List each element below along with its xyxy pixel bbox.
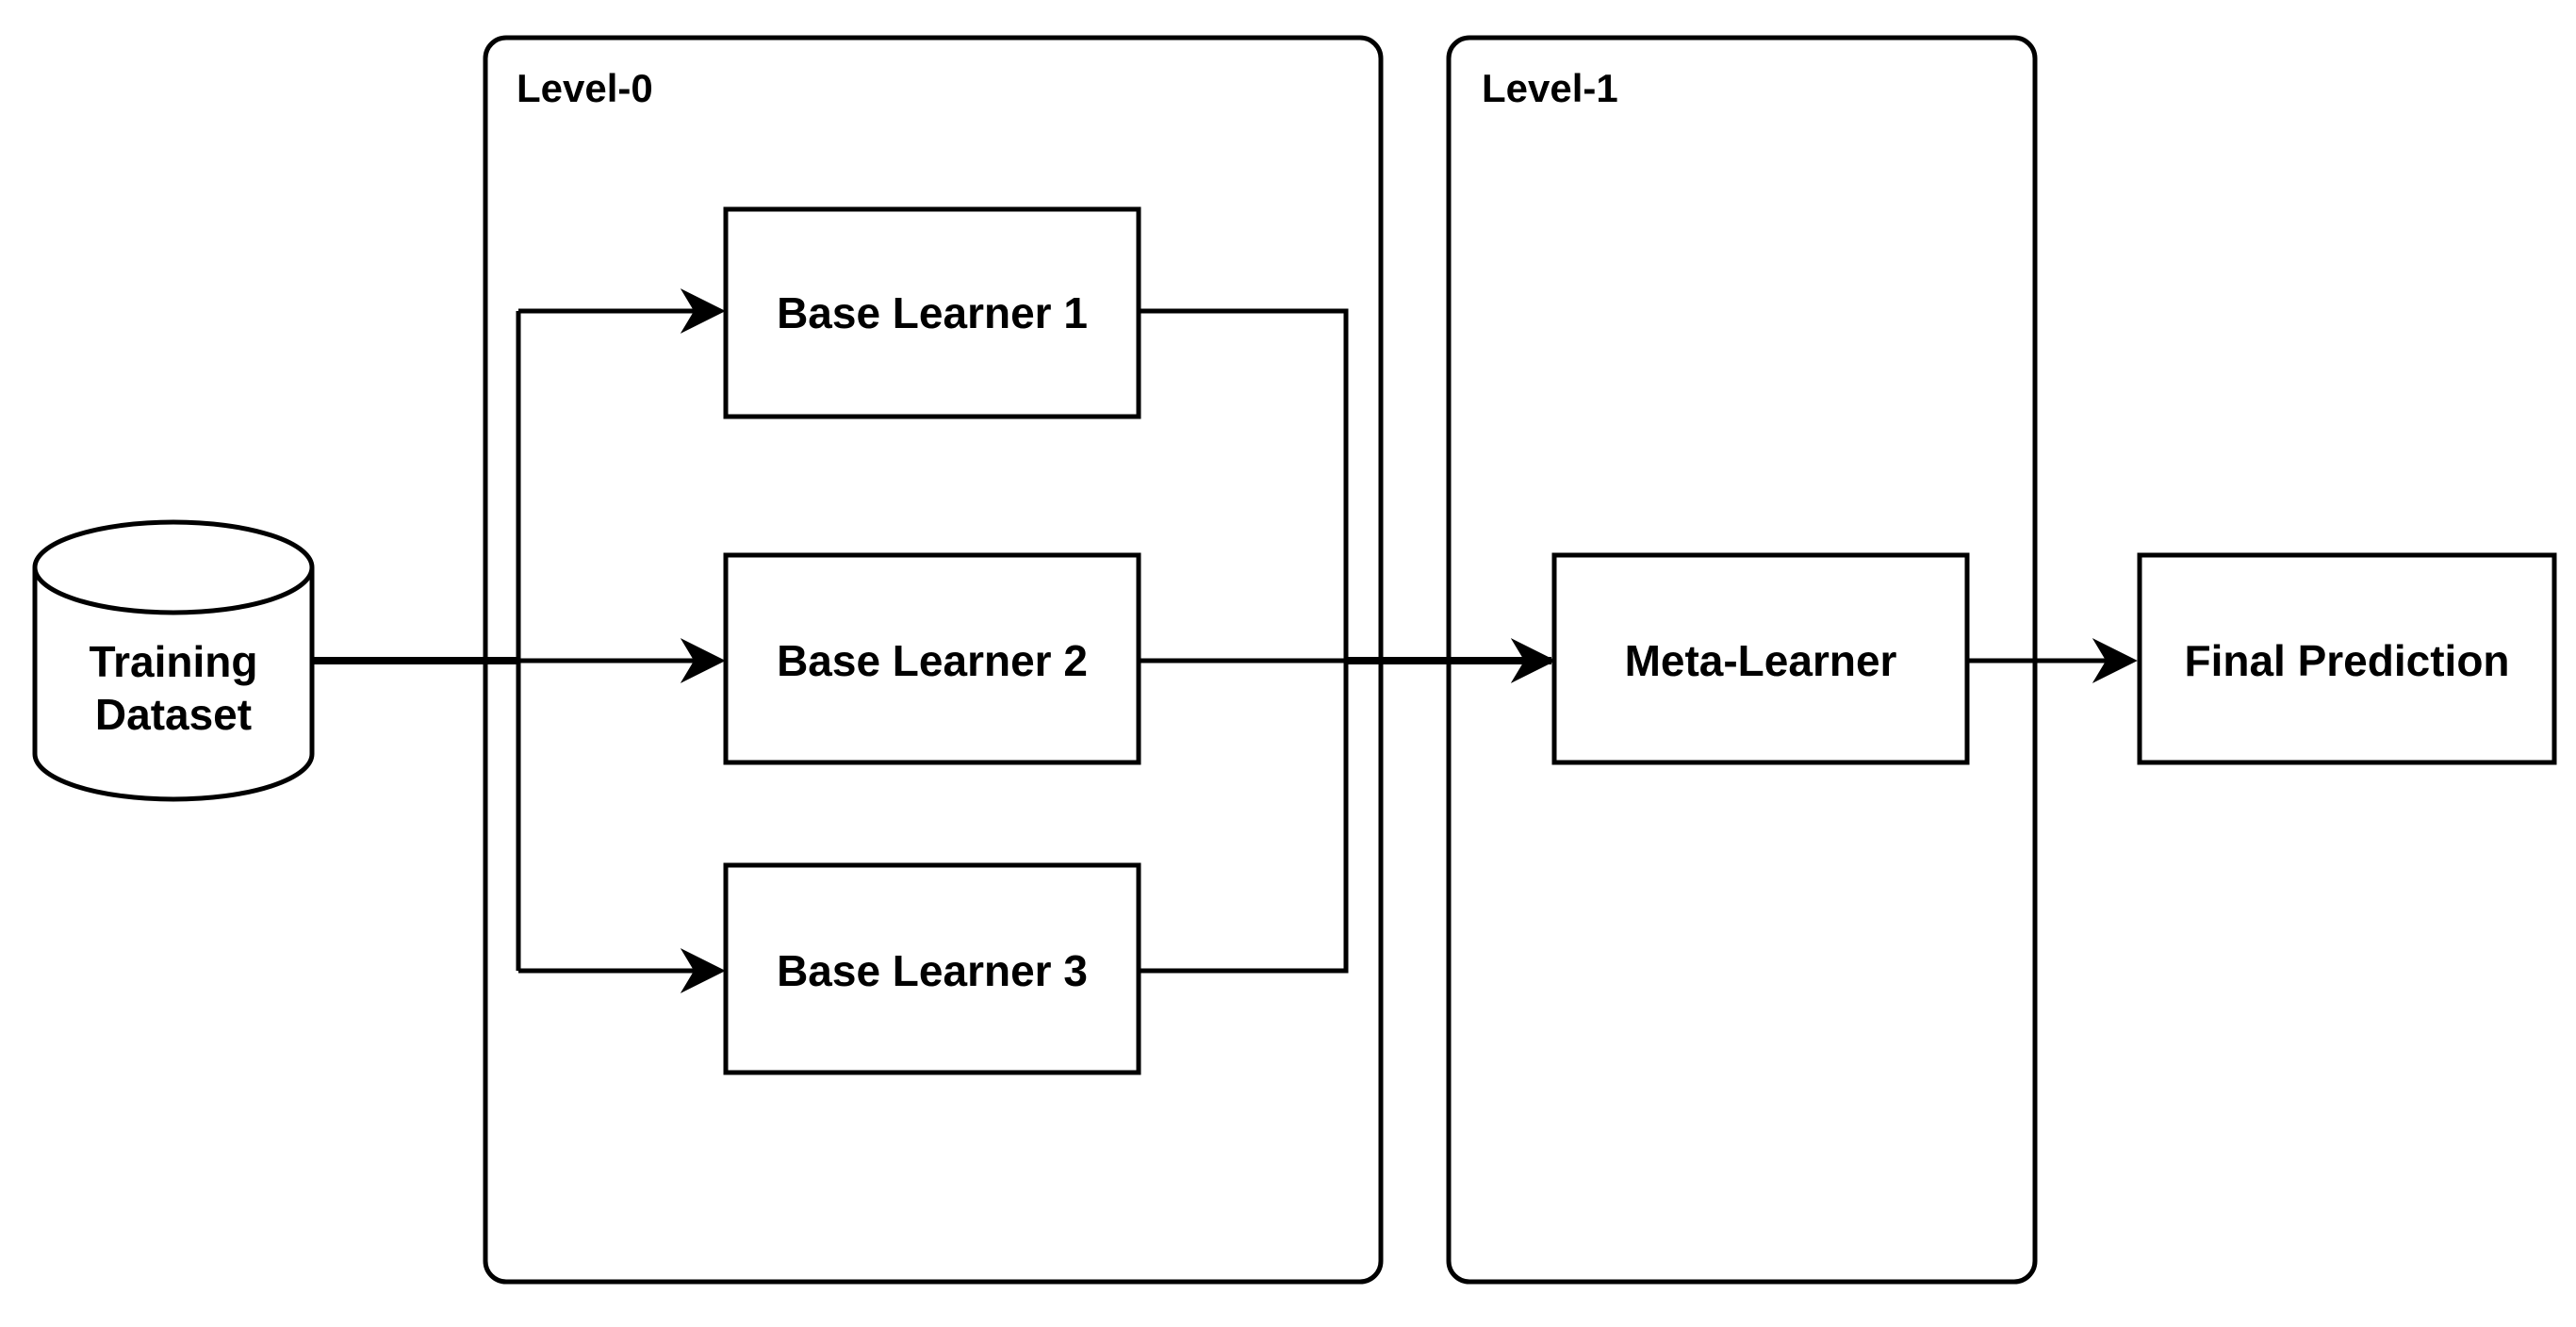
base-learner-2-box bbox=[723, 552, 1141, 765]
base-learner-2-label: Base Learner 2 bbox=[777, 636, 1088, 685]
database-icon-top bbox=[32, 519, 315, 615]
meta-learner-label: Meta-Learner bbox=[1625, 636, 1897, 685]
level-0-title: Level-0 bbox=[517, 66, 653, 110]
base-learner-2-node: Base Learner 2 bbox=[723, 552, 1141, 765]
edges bbox=[313, 288, 2138, 993]
meta-learner-node: Meta-Learner bbox=[1551, 552, 1970, 765]
base-learner-1-label: Base Learner 1 bbox=[777, 288, 1088, 337]
final-prediction-node: Final Prediction bbox=[2137, 552, 2557, 765]
base-learner-3-node: Base Learner 3 bbox=[723, 862, 1141, 1075]
training-dataset-label-line-1: Training bbox=[90, 637, 258, 686]
training-dataset-node: Training Dataset bbox=[32, 519, 315, 802]
base-learner-1-box bbox=[723, 206, 1141, 419]
base-learner-3-box bbox=[723, 862, 1141, 1075]
base-learner-3-label: Base Learner 3 bbox=[777, 946, 1088, 995]
database-icon-body bbox=[32, 567, 315, 802]
final-prediction-label: Final Prediction bbox=[2184, 636, 2509, 685]
level-1-title: Level-1 bbox=[1482, 66, 1618, 110]
final-prediction-box bbox=[2137, 552, 2557, 765]
meta-learner-box bbox=[1551, 552, 1970, 765]
training-dataset-label-line-2: Dataset bbox=[95, 690, 252, 739]
base-learner-1-node: Base Learner 1 bbox=[723, 206, 1141, 419]
edge-base-learners-collector bbox=[1139, 308, 1349, 974]
